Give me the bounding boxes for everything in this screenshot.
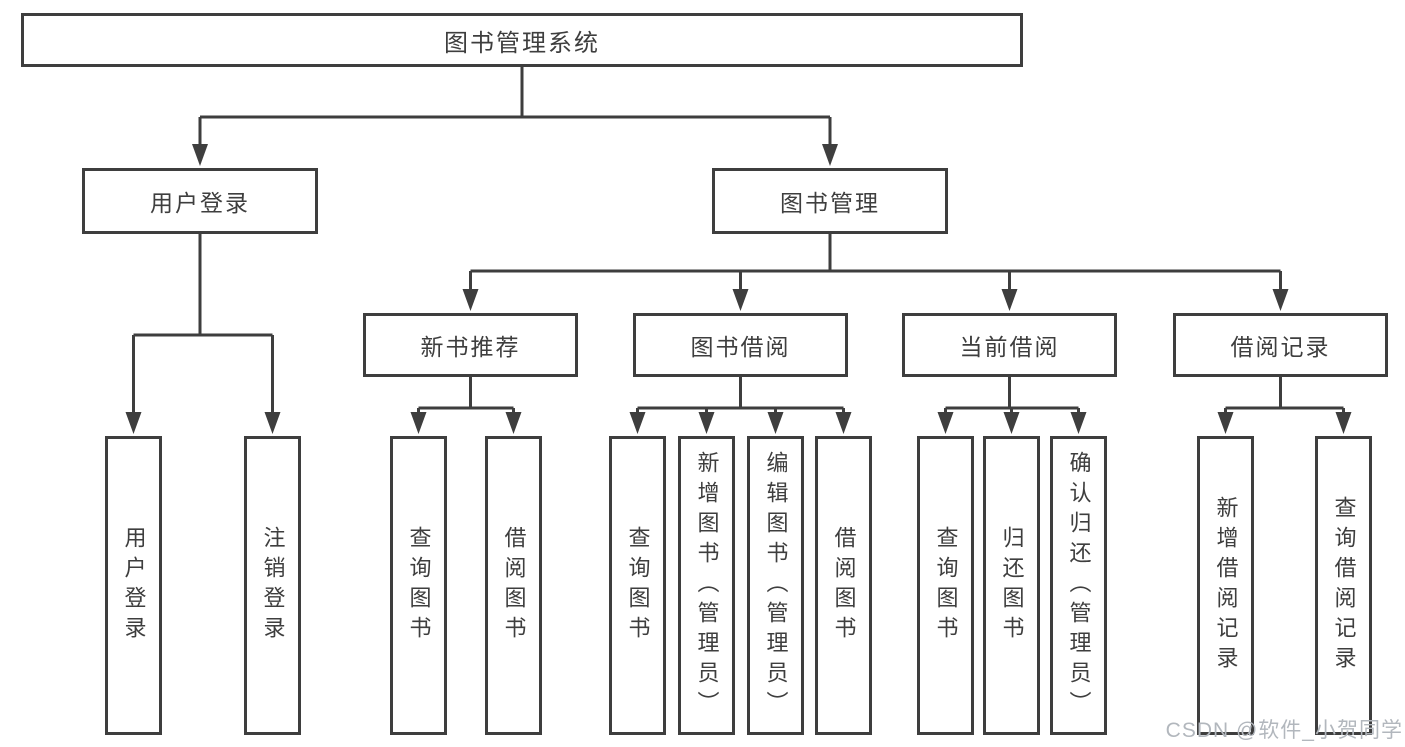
arrow-down-icon: [1001, 289, 1018, 311]
node-label: 查询图书: [625, 525, 651, 646]
node-label: 图书管理系统: [444, 29, 600, 57]
node-label: 借阅图书: [501, 525, 527, 646]
leaf-query-borrow-record: 查询借阅记录: [1315, 436, 1372, 735]
arrow-down-icon: [462, 289, 479, 311]
connector-root-to-level1: [198, 67, 832, 148]
node-label: 归还图书: [999, 525, 1025, 646]
node-book-management: 图书管理: [712, 168, 948, 234]
arrow-down-icon: [767, 412, 784, 434]
arrow-down-icon: [1335, 412, 1352, 434]
arrow-down-icon: [1070, 412, 1087, 434]
arrow-down-icon: [822, 144, 838, 166]
node-user-login: 用户登录: [82, 168, 318, 234]
arrow-down-icon: [1272, 289, 1289, 311]
node-label: 新增图书（管理员）: [694, 450, 720, 721]
leaf-confirm-return-admin: 确认归还（管理员）: [1050, 436, 1107, 735]
arrow-down-icon: [505, 412, 522, 434]
leaf-add-borrow-record: 新增借阅记录: [1197, 436, 1254, 735]
node-label: 注销登录: [260, 525, 286, 646]
leaf-return-books: 归还图书: [983, 436, 1040, 735]
connector-user-login-to-leaves: [132, 234, 274, 416]
arrow-down-icon: [1003, 412, 1020, 434]
arrow-down-icon: [629, 412, 646, 434]
leaf-borrow-books-recommend: 借阅图书: [485, 436, 542, 735]
arrow-down-icon: [1217, 412, 1234, 434]
connector-book-mgmt-to-level2: [469, 234, 1282, 293]
leaf-logout: 注销登录: [244, 436, 301, 735]
node-label: 借阅记录: [1230, 334, 1331, 360]
node-label: 查询图书: [406, 525, 432, 646]
connector-book-borrow-to-leaves: [636, 377, 845, 416]
node-label: 用户登录: [150, 190, 250, 216]
node-label: 用户登录: [121, 525, 147, 646]
node-label: 图书借阅: [690, 334, 791, 360]
node-label: 新书推荐: [420, 334, 521, 360]
node-label: 当前借阅: [959, 334, 1060, 360]
node-label: 编辑图书（管理员）: [763, 450, 789, 721]
node-root-system: 图书管理系统: [21, 13, 1023, 67]
node-label: 新增借阅记录: [1213, 495, 1239, 676]
connector-new-book-rec-to-leaves: [417, 377, 515, 416]
connector-borrow-records-to-leaves: [1224, 377, 1345, 416]
arrowhead-icons: [125, 144, 1352, 434]
arrow-down-icon: [264, 412, 281, 434]
node-label: 图书管理: [780, 190, 880, 216]
arrow-down-icon: [125, 412, 142, 434]
node-label: 确认归还（管理员）: [1066, 450, 1092, 721]
connector-current-borrow-to-leaves: [944, 377, 1080, 416]
arrow-down-icon: [835, 412, 852, 434]
csdn-watermark: CSDN @软件_小贺同学: [1165, 719, 1403, 742]
arrow-down-icon: [698, 412, 715, 434]
leaf-query-books-borrow: 查询图书: [609, 436, 666, 735]
node-current-borrowing: 当前借阅: [902, 313, 1117, 377]
leaf-edit-books-admin: 编辑图书（管理员）: [747, 436, 804, 735]
node-new-book-recommend: 新书推荐: [363, 313, 578, 377]
leaf-user-login: 用户登录: [105, 436, 162, 735]
node-label: 查询图书: [933, 525, 959, 646]
leaf-add-books-admin: 新增图书（管理员）: [678, 436, 735, 735]
arrow-down-icon: [732, 289, 749, 311]
leaf-borrow-books: 借阅图书: [815, 436, 872, 735]
node-label: 查询借阅记录: [1331, 495, 1357, 676]
leaf-query-books-current: 查询图书: [917, 436, 974, 735]
node-label: 借阅图书: [831, 525, 857, 646]
leaf-query-books-recommend: 查询图书: [390, 436, 447, 735]
node-borrowing-records: 借阅记录: [1173, 313, 1388, 377]
arrow-down-icon: [410, 412, 427, 434]
arrow-down-icon: [937, 412, 954, 434]
arrow-down-icon: [192, 144, 208, 166]
node-book-borrowing: 图书借阅: [633, 313, 848, 377]
